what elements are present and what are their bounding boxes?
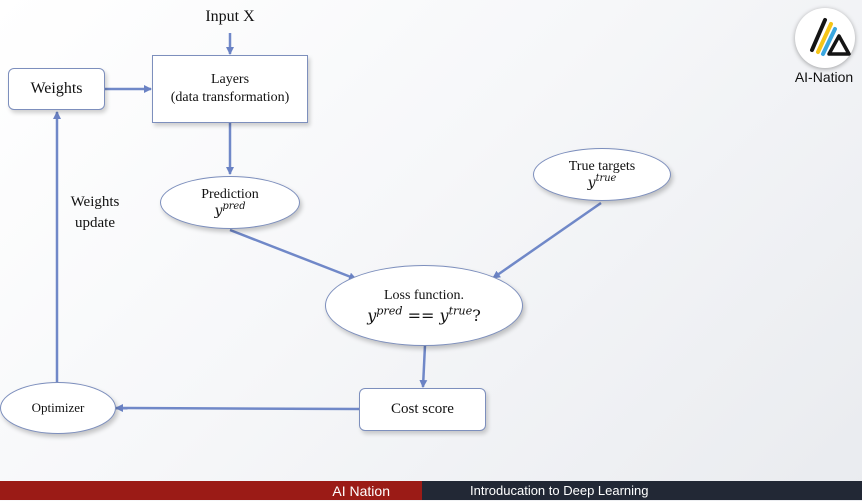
arrow-prediction-to-loss [229, 228, 357, 281]
weights-update-line1: Weights [70, 194, 120, 210]
weights-box: Weights [8, 68, 105, 110]
weights-update-label: Weights update [55, 192, 135, 234]
layers-box: Layers (data transformation) [152, 55, 308, 123]
ai-nation-logo [795, 8, 855, 68]
input-x-label: Input X [205, 8, 255, 25]
prediction-math: ypred [214, 200, 246, 219]
footer-brand: AI Nation [0, 481, 422, 500]
optimizer-label: Optimizer [31, 400, 85, 415]
true-targets-math: ytrue [587, 172, 617, 191]
optimizer-ellipse: Optimizer [0, 382, 116, 434]
loss-function-math: ypred == ytrue? [367, 303, 481, 325]
footer-course-title: Introducation to Deep Learning [422, 481, 862, 500]
true-targets-ellipse: True targets ytrue [533, 148, 671, 201]
cost-score-label: Cost score [391, 401, 454, 417]
arrow-loss-to-cost [419, 344, 428, 388]
weights-update-line2: update [75, 215, 115, 231]
layers-title: Layers [210, 72, 250, 87]
ai-nation-logo-caption: AI-Nation [794, 69, 854, 85]
layers-subtitle: (data transformation) [170, 90, 290, 105]
cost-score-box: Cost score [359, 388, 486, 431]
true-targets-label: True targets [568, 158, 636, 174]
weights-box-label: Weights [30, 80, 83, 97]
prediction-ellipse: Prediction ypred [160, 176, 300, 229]
footer-bar: AI Nation Introducation to Deep Learning [0, 480, 862, 501]
prediction-label: Prediction [201, 186, 259, 202]
arrow-cost-to-optimizer [115, 404, 360, 413]
loss-function-label: Loss function. [383, 287, 465, 303]
loss-function-ellipse: Loss function. ypred == ytrue? [325, 265, 523, 346]
ai-nation-logo-mark [810, 18, 851, 56]
arrow-targets-to-loss [492, 201, 602, 280]
